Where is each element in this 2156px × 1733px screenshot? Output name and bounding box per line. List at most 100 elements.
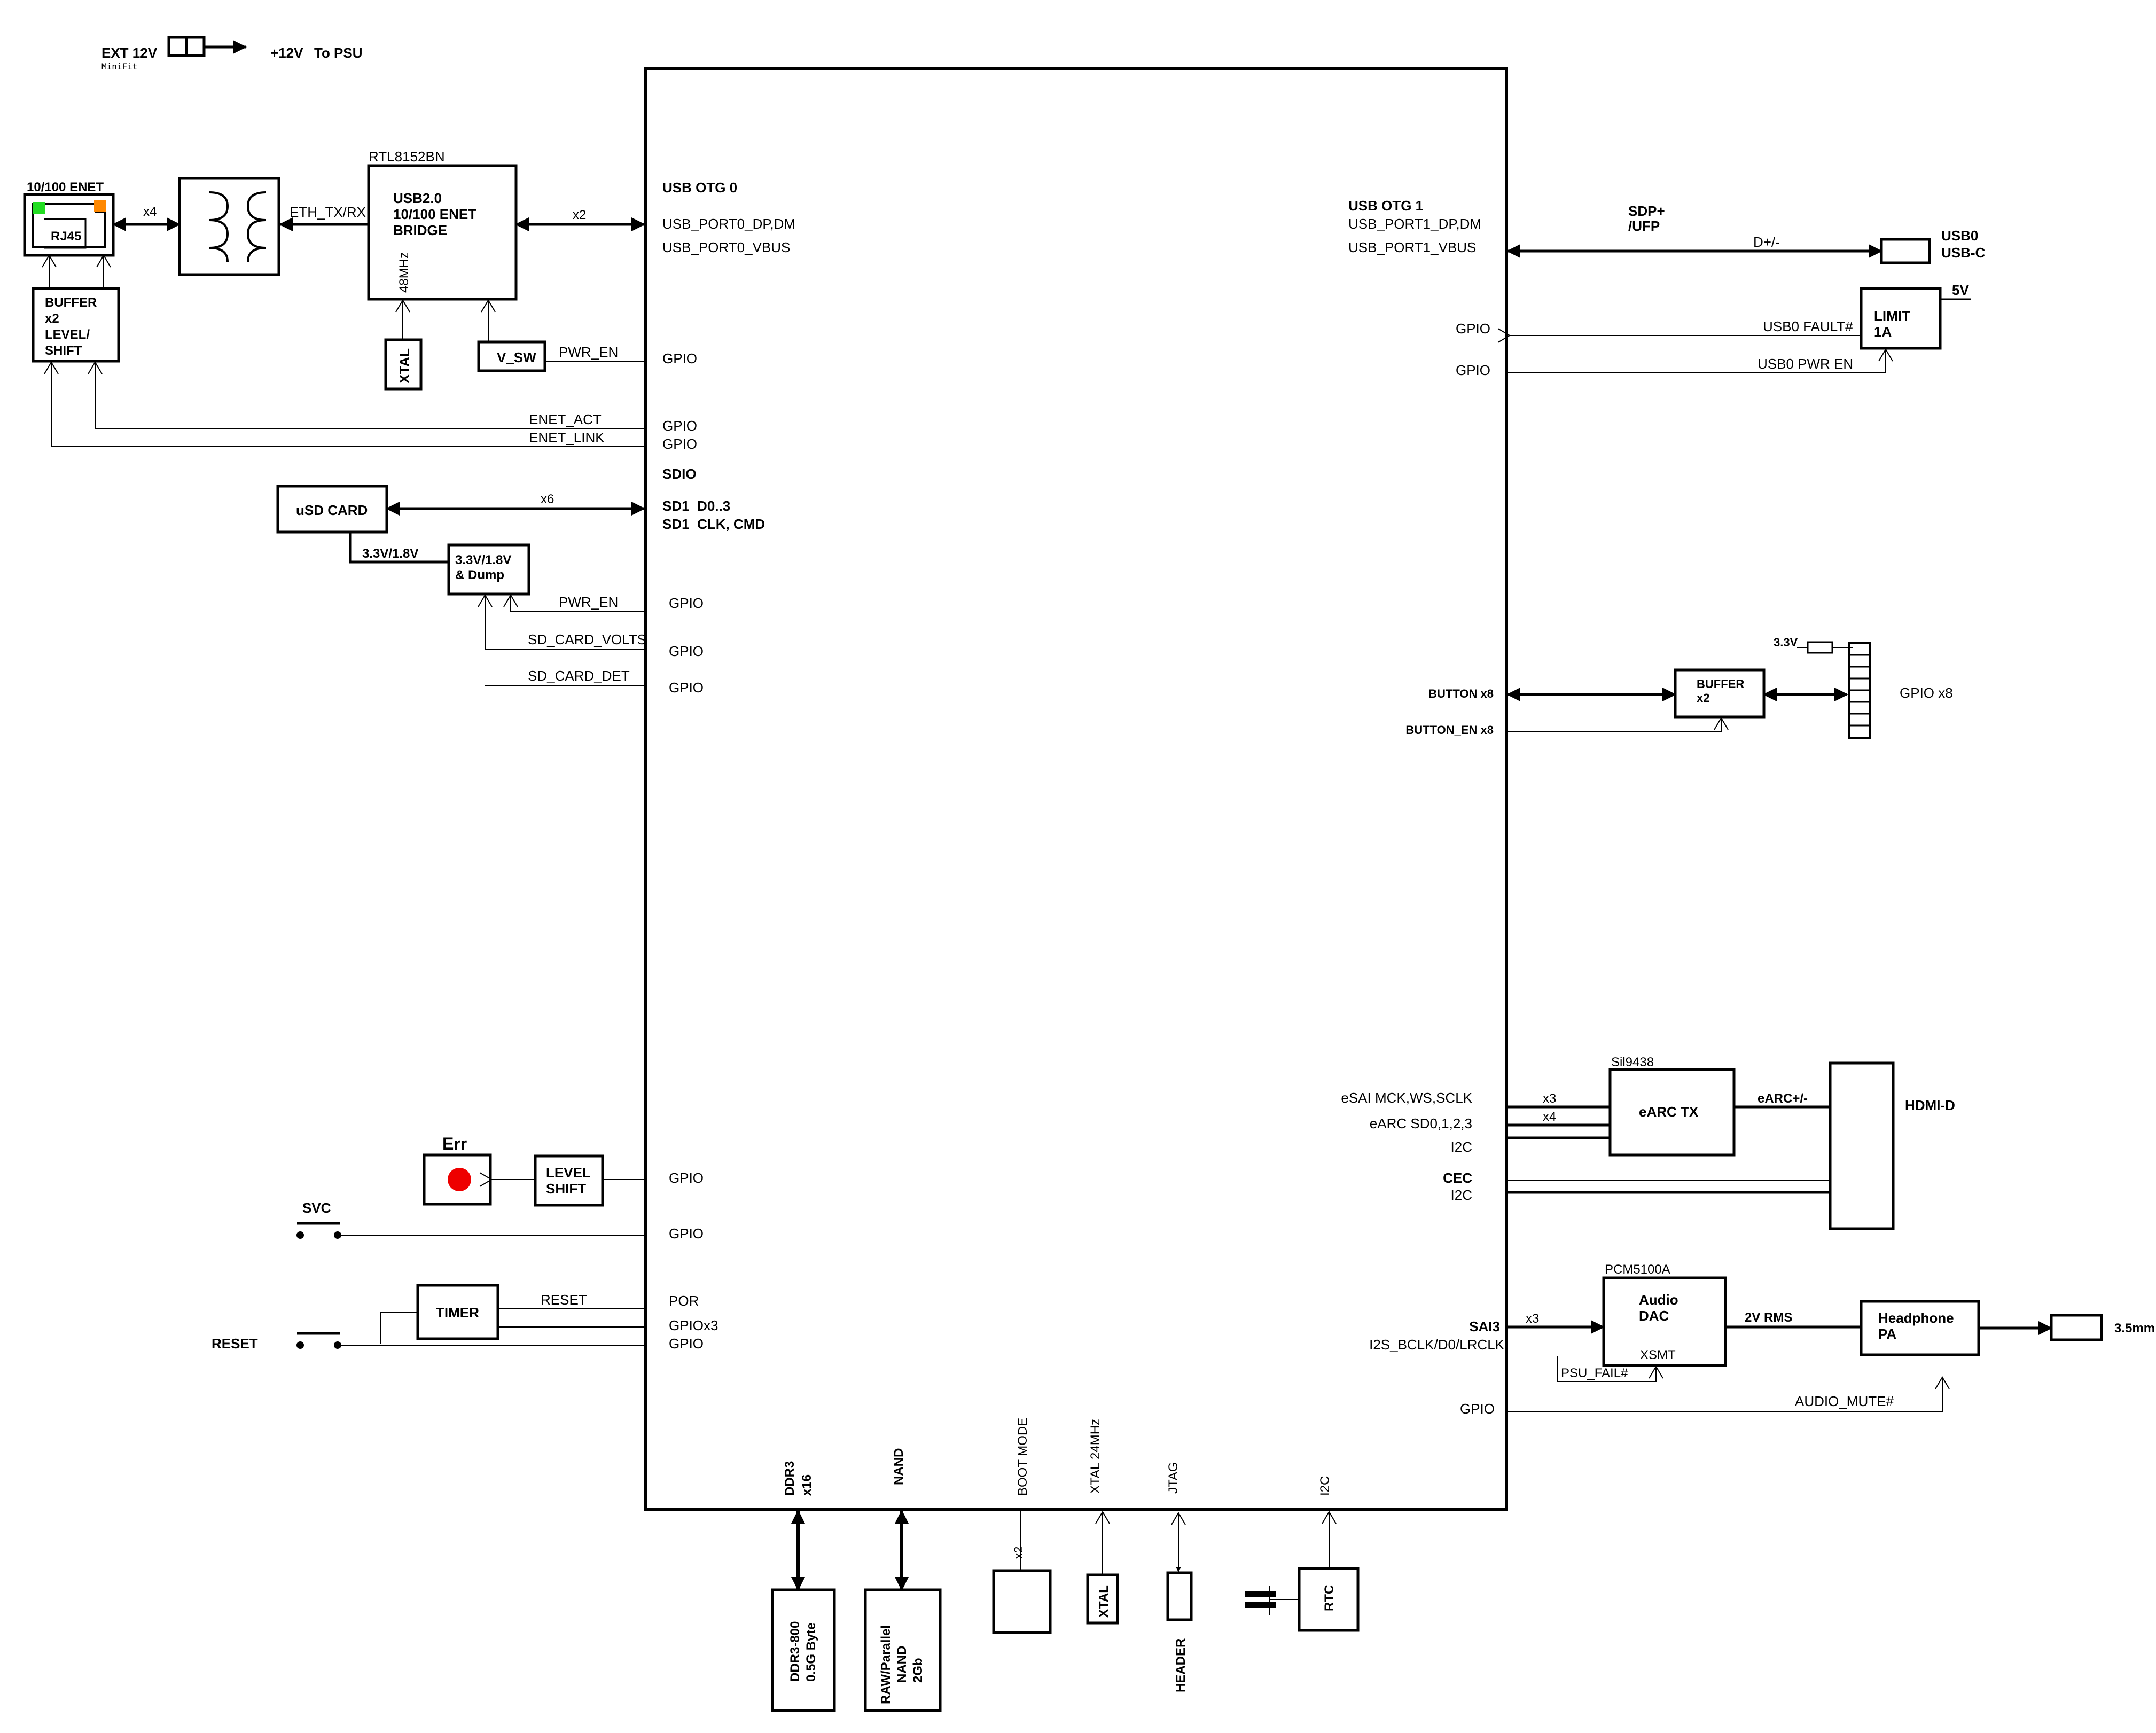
gpio-x8-label: GPIO x8 [1900, 685, 1953, 701]
usb-enet-bridge [367, 164, 518, 301]
gpio-svc-label: GPIO [669, 1225, 704, 1242]
usd-card-label: uSD CARD [296, 502, 368, 518]
usb0-label: USB0 [1941, 228, 1978, 244]
sdio-label: SDIO [662, 466, 697, 482]
sdp-label: SDP+ [1628, 203, 1665, 219]
usb-x2-label: x2 [573, 208, 586, 222]
gpio-sd-volts-label: GPIO [669, 643, 704, 659]
xtal24-label: XTAL 24MHz [1088, 1419, 1103, 1494]
dump-line1: 3.3V/1.8V [455, 553, 511, 567]
nand-chip [864, 1588, 942, 1712]
gpio-sd-pwr-label: GPIO [669, 595, 704, 611]
jtag-label: JTAG [1166, 1462, 1181, 1494]
button-en-x8-label: BUTTON_EN x8 [1405, 723, 1494, 737]
nand-line2: NAND [895, 1646, 909, 1683]
v5-label: 5V [1952, 282, 1969, 298]
sd-x6-label: x6 [541, 492, 554, 506]
limit-1a-box [1860, 287, 1942, 350]
dac-line2: DAC [1639, 1308, 1669, 1324]
nand-label: NAND [892, 1448, 906, 1485]
dump-line2: & Dump [455, 568, 504, 582]
usb-port1-vbus-label: USB_PORT1_VBUS [1348, 239, 1476, 255]
button-x8-label: BUTTON x8 [1428, 687, 1494, 700]
sd-card-section: uSD CARD x6 3.3V/1.8V 3.3V/1.8V & Dump P… [276, 485, 646, 686]
dpm-label: D+/- [1753, 234, 1780, 250]
bridge-line2: 10/100 ENET [393, 206, 476, 222]
earc-x4-label: x4 [1543, 1110, 1556, 1124]
enet-buffer-box [32, 287, 120, 363]
level-shift-line1: LEVEL [546, 1165, 591, 1181]
gpio-err-label: GPIO [669, 1170, 704, 1186]
battery-icon [1245, 1591, 1276, 1597]
boot-mode-switch [992, 1569, 1052, 1634]
timer-label: TIMER [436, 1305, 479, 1321]
usb0-fault-label: USB0 FAULT# [1763, 318, 1853, 334]
gpio-reset-label: GPIO [669, 1336, 704, 1352]
ddr3-label: DDR3 [783, 1461, 797, 1496]
v33-18-label: 3.3V/1.8V [362, 547, 418, 561]
usb-c-section: SDP+ /UFP D+/- USB0 USB-C LIMIT 1A 5V US… [1497, 203, 1986, 373]
nand-line3: 2Gb [911, 1658, 925, 1683]
rms-label: 2V RMS [1745, 1310, 1792, 1325]
ddr-line1: DDR3-800 [788, 1621, 802, 1682]
buffer-line2: x2 [45, 311, 59, 326]
enet-act-label: ENET_ACT [529, 411, 602, 427]
err-label: Err [442, 1134, 467, 1153]
rtl-label: RTL8152BN [369, 149, 445, 165]
sd-pwr-en-label: PWR_EN [559, 594, 618, 610]
buffer-line3: LEVEL/ [45, 327, 90, 342]
sai-x3-label: x3 [1526, 1312, 1539, 1326]
header-label: HEADER [1174, 1638, 1188, 1692]
audio-section: PCM5100A Audio DAC XSMT x3 PSU_FAIL# 2V … [1507, 1262, 2155, 1412]
level-shift-line2: SHIFT [546, 1181, 586, 1197]
dac-line1: Audio [1639, 1292, 1678, 1308]
esai-x3-label: x3 [1543, 1091, 1556, 1106]
usb-port1-dp-label: USB_PORT1_DP,DM [1348, 216, 1481, 232]
button-section: BUFFER x2 3.3V GPIO x8 [1506, 636, 1953, 739]
earc-pm-label: eARC+/- [1757, 1091, 1808, 1106]
level-dump-box [447, 543, 530, 596]
audio-jack [2050, 1314, 2103, 1341]
usb-port0-dp-label: USB_PORT0_DP,DM [662, 216, 795, 232]
hdmi-label: HDMI-D [1905, 1097, 1955, 1113]
to-psu-label: To PSU [314, 45, 363, 61]
psu-fail-label: PSU_FAIL# [1561, 1366, 1628, 1380]
plus12v-label: +12V [270, 45, 303, 61]
reset-label: RESET [212, 1336, 258, 1352]
orange-led-icon [94, 200, 106, 212]
svc-label: SVC [302, 1200, 331, 1216]
cec-label: CEC [1443, 1170, 1472, 1186]
control-section: Err LEVEL SHIFT SVC TIMER RESET RESET [212, 1134, 644, 1352]
esai-label: eSAI MCK,WS,SCLK [1341, 1090, 1472, 1106]
enet-link-label: ENET_LINK [529, 430, 605, 446]
sd1-clk-label: SD1_CLK, CMD [662, 516, 765, 532]
jack-label: 3.5mm [2114, 1321, 2155, 1336]
ddr3-chip [771, 1588, 836, 1712]
enet-x4-label: x4 [143, 205, 157, 219]
hp-line1: Headphone [1878, 1310, 1954, 1326]
rtc-label: RTC [1322, 1585, 1337, 1611]
bottom-section: DDR3-800 0.5G Byte RAW/Parallel NAND 2Gb… [771, 1510, 1360, 1712]
usb-port0-vbus-label: USB_PORT0_VBUS [662, 239, 790, 255]
xtal-48-box [384, 338, 423, 391]
gpiox3-label: GPIOx3 [669, 1317, 718, 1333]
sd1-d-label: SD1_D0..3 [662, 498, 730, 514]
btn-buffer-line1: BUFFER [1697, 677, 1744, 691]
gpio-fault-label: GPIO [1456, 321, 1490, 337]
boot-mode-label: BOOT MODE [1015, 1418, 1030, 1496]
err-led-icon [448, 1168, 471, 1191]
usb-c-connector [1880, 238, 1931, 264]
enet-title: 10/100 ENET [27, 180, 104, 194]
v-sw-box [477, 340, 546, 372]
ext-12v-label: EXT 12V [101, 45, 158, 61]
xsmt-label: XSMT [1640, 1348, 1676, 1362]
buffer-line1: BUFFER [45, 295, 97, 310]
hp-line2: PA [1878, 1326, 1896, 1342]
sai3-label: SAI3 [1469, 1318, 1500, 1334]
sd-card-det-label: SD_CARD_DET [528, 668, 630, 684]
v33-label: 3.3V [1774, 636, 1798, 649]
usb-otg0-label: USB OTG 0 [662, 179, 737, 196]
btn-buffer-line2: x2 [1697, 691, 1709, 705]
buffer-line4: SHIFT [45, 344, 82, 358]
bridge-line3: BRIDGE [393, 222, 447, 238]
